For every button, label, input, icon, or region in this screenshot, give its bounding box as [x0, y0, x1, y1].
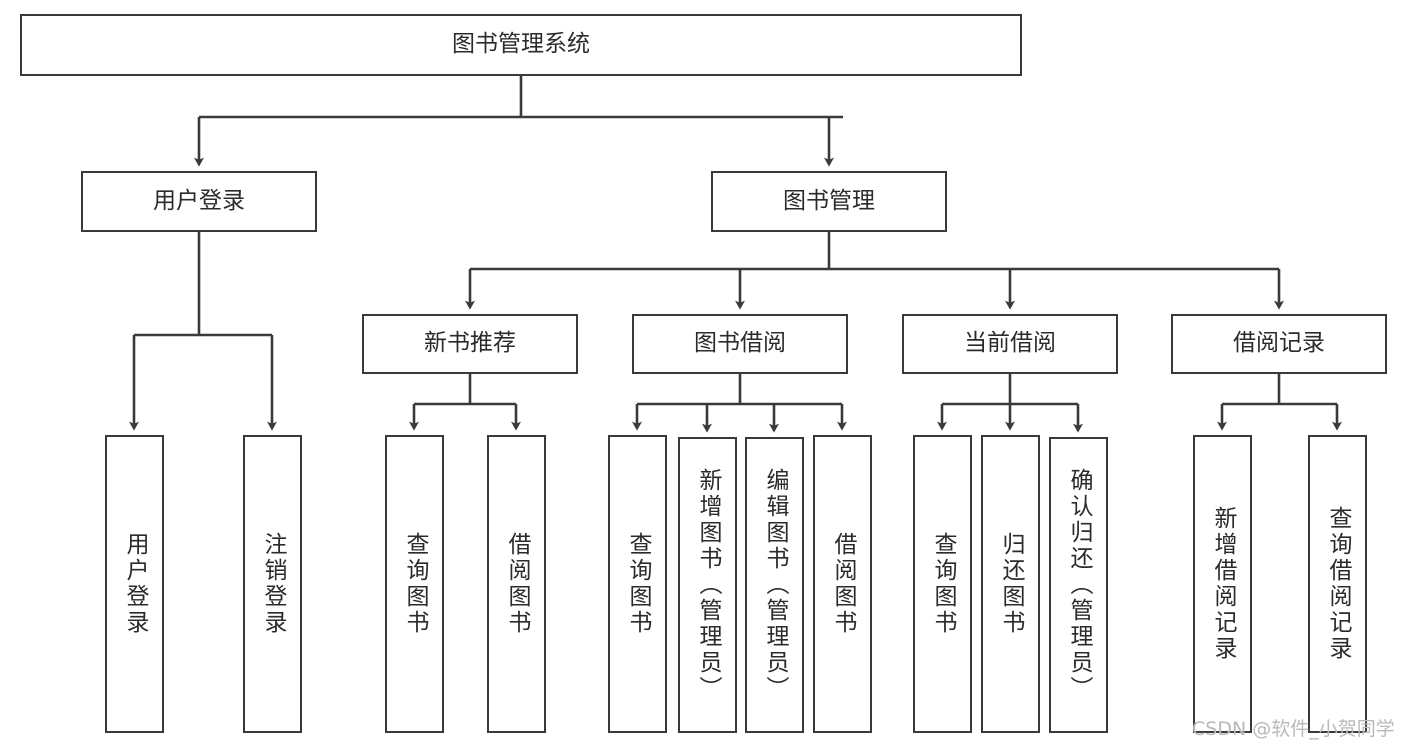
node-leaf-query-book-2-label: 查询图书 — [625, 532, 651, 636]
node-leaf-return-book[interactable]: 归还图书 — [981, 435, 1040, 733]
node-leaf-edit-book[interactable]: 编辑图书（管理员） — [745, 437, 804, 733]
node-book-manage[interactable]: 图书管理 — [711, 171, 947, 232]
node-leaf-add-book[interactable]: 新增图书（管理员） — [678, 437, 737, 733]
node-book-borrow-label: 图书借阅 — [694, 330, 786, 357]
node-current-borrow[interactable]: 当前借阅 — [902, 314, 1118, 374]
node-leaf-borrow-book-2[interactable]: 借阅图书 — [813, 435, 872, 733]
node-new-book-recommend-label: 新书推荐 — [424, 330, 516, 357]
node-leaf-return-book-label: 归还图书 — [998, 532, 1024, 636]
node-root-label: 图书管理系统 — [452, 31, 590, 58]
csdn-watermark: CSDN @软件_小贺同学 — [1192, 718, 1395, 740]
node-leaf-logout[interactable]: 注销登录 — [243, 435, 302, 733]
node-leaf-query-book-2[interactable]: 查询图书 — [608, 435, 667, 733]
node-leaf-borrow-book-1[interactable]: 借阅图书 — [487, 435, 546, 733]
node-leaf-confirm-return[interactable]: 确认归还（管理员） — [1049, 437, 1108, 733]
node-leaf-query-book-3-label: 查询图书 — [930, 532, 956, 636]
node-current-borrow-label: 当前借阅 — [964, 330, 1056, 357]
node-leaf-add-record[interactable]: 新增借阅记录 — [1193, 435, 1252, 733]
node-leaf-query-record-label: 查询借阅记录 — [1325, 506, 1351, 662]
node-new-book-recommend[interactable]: 新书推荐 — [362, 314, 578, 374]
node-leaf-borrow-book-1-label: 借阅图书 — [504, 532, 530, 636]
node-leaf-user-login-label: 用户登录 — [122, 532, 148, 636]
node-book-borrow[interactable]: 图书借阅 — [632, 314, 848, 374]
node-user-login[interactable]: 用户登录 — [81, 171, 317, 232]
node-leaf-borrow-book-2-label: 借阅图书 — [830, 532, 856, 636]
node-leaf-user-login[interactable]: 用户登录 — [105, 435, 164, 733]
node-book-manage-label: 图书管理 — [783, 187, 875, 214]
node-leaf-query-book-3[interactable]: 查询图书 — [913, 435, 972, 733]
node-leaf-query-book-1-label: 查询图书 — [402, 532, 428, 636]
node-user-login-label: 用户登录 — [153, 187, 245, 214]
node-leaf-query-record[interactable]: 查询借阅记录 — [1308, 435, 1367, 733]
node-leaf-add-book-label: 新增图书（管理员） — [695, 468, 721, 702]
node-leaf-logout-label: 注销登录 — [260, 532, 286, 636]
node-borrow-record-label: 借阅记录 — [1233, 330, 1325, 357]
node-leaf-edit-book-label: 编辑图书（管理员） — [762, 468, 788, 702]
node-leaf-query-book-1[interactable]: 查询图书 — [385, 435, 444, 733]
node-leaf-add-record-label: 新增借阅记录 — [1210, 506, 1236, 662]
node-leaf-confirm-return-label: 确认归还（管理员） — [1066, 468, 1092, 702]
node-root[interactable]: 图书管理系统 — [20, 14, 1022, 76]
node-borrow-record[interactable]: 借阅记录 — [1171, 314, 1387, 374]
